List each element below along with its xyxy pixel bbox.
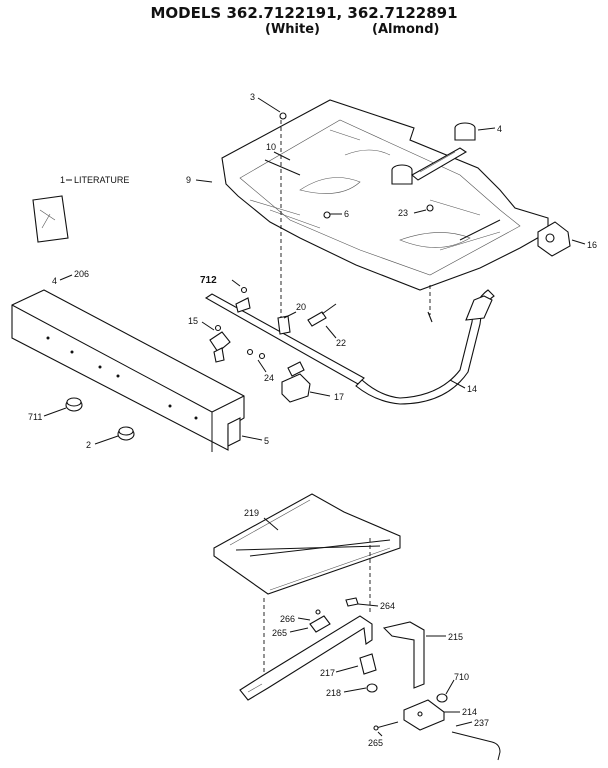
callout-710: 710 (454, 672, 469, 682)
callout-265a: 265 (272, 628, 287, 638)
callout-15: 15 (188, 316, 198, 326)
literature-label: LITERATURE (74, 175, 129, 185)
callout-264: 264 (380, 601, 395, 611)
valve-214 (403, 699, 445, 731)
page-title: MODELS 362.7122191, 362.7122891 (150, 4, 458, 22)
knob-2 (117, 426, 135, 441)
bracket-215 (382, 621, 425, 689)
callout-217: 217 (320, 668, 335, 678)
screw-265b (375, 721, 399, 729)
knob-711 (65, 397, 83, 412)
callout-215: 215 (448, 632, 463, 642)
callout-214: 214 (462, 707, 477, 717)
callout-22: 22 (336, 338, 346, 348)
callout-4: 4 (497, 124, 502, 134)
almond-model-label: (Almond) (372, 22, 440, 37)
control-panel (11, 289, 245, 452)
part-20 (277, 315, 291, 335)
callout-266: 266 (280, 614, 295, 624)
part-264 (345, 597, 359, 607)
part-24a (246, 348, 254, 356)
literature-booklet (32, 195, 69, 243)
valve-15 (209, 324, 231, 363)
burner-assembly (391, 122, 476, 185)
callout-20: 20 (296, 302, 306, 312)
callout-2: 2 (86, 440, 91, 450)
callout-9: 9 (186, 175, 191, 185)
screw-6 (323, 211, 331, 219)
callout-218: 218 (326, 688, 341, 698)
callout-17: 17 (334, 392, 344, 402)
ignitor-22 (307, 303, 337, 327)
callout-1: 1 (60, 175, 65, 185)
callout-4b: 4 (52, 276, 57, 286)
callout-237: 237 (474, 718, 489, 728)
callout-5: 5 (264, 436, 269, 446)
nut-218 (366, 683, 378, 693)
screw-23 (426, 204, 434, 212)
broiler-shield (213, 493, 401, 595)
callout-712: 712 (200, 275, 217, 286)
leader-lines (43, 97, 586, 737)
part-266 (315, 609, 321, 615)
callout-14: 14 (467, 384, 477, 394)
regulator-17 (281, 361, 311, 403)
screw-3 (279, 112, 287, 120)
part-265a (309, 615, 331, 633)
callout-10: 10 (266, 142, 276, 152)
burner-box (221, 99, 549, 291)
callout-23: 23 (398, 208, 408, 218)
white-model-label: (White) (265, 22, 320, 37)
broil-burner (239, 615, 373, 701)
orifice-217 (359, 653, 377, 675)
callout-3: 3 (250, 92, 255, 102)
callout-6: 6 (344, 209, 349, 219)
callout-206: 206 (74, 269, 89, 279)
manifold-pipe (204, 286, 495, 405)
callout-711: 711 (28, 412, 42, 422)
part-24b (258, 352, 266, 360)
callout-24: 24 (264, 373, 274, 383)
callout-219: 219 (244, 508, 259, 518)
callout-265b: 265 (368, 738, 383, 748)
thermo-rod-237 (451, 731, 501, 761)
part-710 (436, 693, 448, 703)
callout-16: 16 (587, 240, 597, 250)
